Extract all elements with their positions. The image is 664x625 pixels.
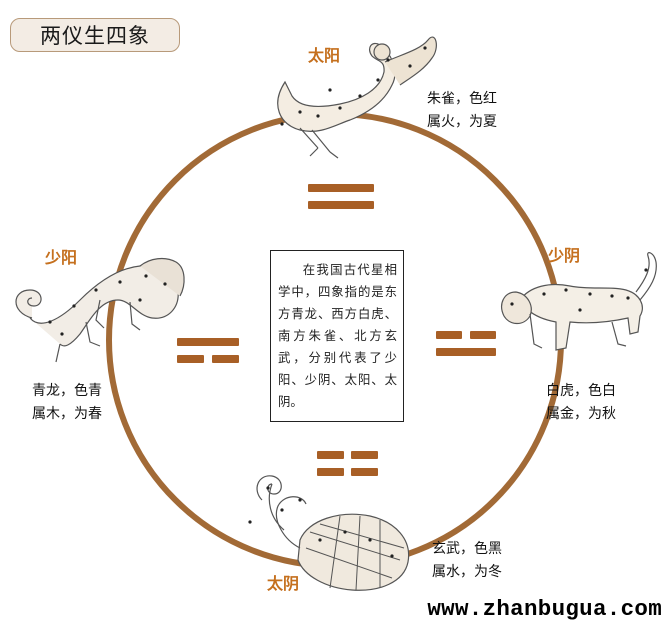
diagram-title: 两仪生四象 bbox=[10, 18, 180, 52]
trigram-tai-yin bbox=[317, 451, 378, 476]
trigram-shao-yang bbox=[177, 338, 239, 363]
label-tai-yang: 太阳 bbox=[308, 46, 341, 65]
explanation-box: 在我国古代星相学中，四象指的是东方青龙、西方白虎、南方朱雀、北方玄武，分别代表了… bbox=[270, 250, 404, 422]
white-tiger-icon bbox=[501, 252, 657, 351]
caption-line: 青龙，色青 bbox=[32, 383, 102, 399]
trigram-shao-yin bbox=[436, 331, 496, 356]
caption-tai-yang: 朱雀，色红 属火，为夏 bbox=[427, 88, 497, 134]
label-shao-yin: 少阴 bbox=[548, 246, 581, 265]
label-shao-yang: 少阳 bbox=[45, 248, 78, 267]
trigram-tai-yang bbox=[308, 184, 374, 209]
black-tortoise-icon bbox=[248, 475, 410, 591]
label-tai-yin: 太阴 bbox=[267, 574, 300, 593]
caption-line: 属水，为冬 bbox=[432, 564, 502, 580]
caption-shao-yin: 白虎，色白 属金，为秋 bbox=[546, 380, 616, 426]
site-watermark: www.zhanbugua.com bbox=[396, 594, 664, 625]
vermilion-bird-icon bbox=[277, 36, 437, 159]
caption-line: 属火，为夏 bbox=[427, 114, 497, 130]
azure-dragon-icon bbox=[15, 257, 185, 363]
caption-tai-yin: 玄武，色黑 属水，为冬 bbox=[432, 538, 502, 584]
caption-line: 白虎，色白 bbox=[546, 383, 616, 399]
caption-shao-yang: 青龙，色青 属木，为春 bbox=[32, 380, 102, 426]
caption-line: 属木，为春 bbox=[32, 406, 102, 422]
caption-line: 属金，为秋 bbox=[546, 406, 616, 422]
caption-line: 朱雀，色红 bbox=[427, 91, 497, 107]
caption-line: 玄武，色黑 bbox=[432, 541, 502, 557]
